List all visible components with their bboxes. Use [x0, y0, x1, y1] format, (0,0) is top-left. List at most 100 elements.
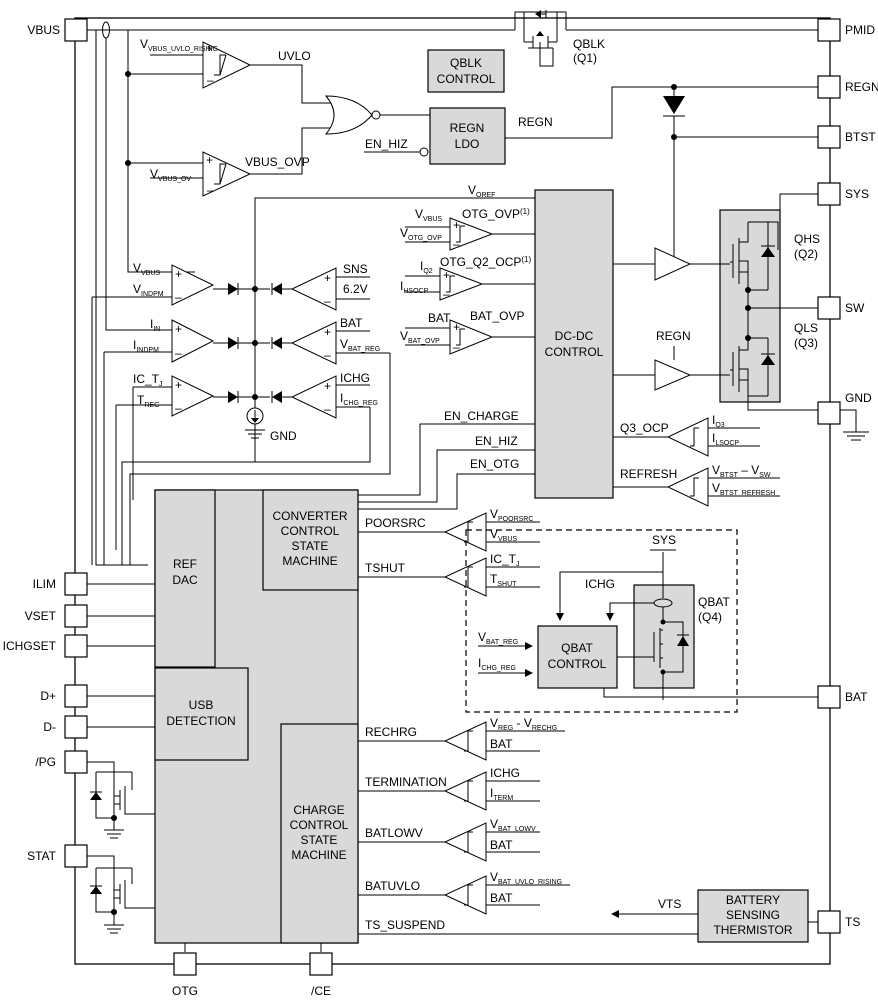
label-rechrg: RECHRG — [365, 725, 417, 739]
label-v62: 6.2V — [343, 282, 368, 296]
qblk-control-line1: QBLK — [450, 56, 482, 70]
converter-line1: CONVERTER — [272, 509, 347, 523]
dcdc-comparators: VOREF +– VVBUS VOTG_OVP OTG_OVP(1) +– IQ… — [254, 183, 535, 462]
pad-btst[interactable] — [817, 125, 841, 149]
svg-text:+: + — [175, 322, 182, 336]
label-iindpm: IINDPM — [133, 338, 159, 354]
svg-text:+: + — [324, 379, 331, 393]
charge-line3: STATE — [301, 833, 338, 847]
svg-text:–: – — [175, 290, 182, 304]
pad-vset[interactable] — [64, 604, 88, 628]
pad-bat[interactable] — [817, 685, 841, 709]
pin-vset-label: VSET — [25, 609, 57, 623]
label-bat-d: BAT — [490, 838, 513, 852]
pad-otg[interactable] — [173, 952, 197, 976]
label-vbat-uvlo-rising: VBAT_UVLO_RISING — [490, 870, 562, 886]
pin-gnd-label: GND — [845, 391, 872, 405]
dcdc-line2: CONTROL — [545, 345, 604, 359]
pad-ce[interactable] — [309, 952, 333, 976]
label-ihsocp: IHSOCP — [400, 279, 429, 295]
pin-stat-label: STAT — [27, 849, 57, 863]
qblk-fet-sub: (Q1) — [573, 51, 597, 65]
thermistor-line2: SENSING — [726, 908, 780, 922]
label-ts-suspend: TS_SUSPEND — [365, 918, 445, 932]
pad-ichgset[interactable] — [64, 634, 88, 658]
usb-line1: USB — [189, 698, 214, 712]
svg-text:+: + — [453, 320, 460, 334]
label-iterm: ITERM — [490, 786, 513, 802]
ref-dac-line2: DAC — [172, 573, 198, 587]
label-iin: IIN — [150, 317, 160, 333]
label-vts: VTS — [658, 897, 681, 911]
label-en-hiz-top: EN_HIZ — [365, 137, 408, 151]
pin-otg-label: OTG — [172, 984, 198, 998]
qbat-fet-sub: (Q4) — [698, 610, 722, 624]
label-vbus-uvlo-rising: VVBUS_UVLO_RISING — [140, 37, 218, 53]
pin-regn-label: REGN — [845, 80, 878, 94]
pad-sw[interactable] — [817, 296, 841, 320]
label-ilsocp: ILSOCP — [712, 431, 739, 447]
label-en-otg: EN_OTG — [470, 457, 519, 471]
pad-vbus[interactable] — [64, 18, 88, 42]
label-regn-out: REGN — [518, 115, 553, 129]
label-vpoorsrc: VPOORSRC — [490, 507, 533, 523]
qls-sub: (Q3) — [794, 336, 818, 350]
pad-sys[interactable] — [817, 182, 841, 206]
pin-vbus-label: VBUS — [27, 23, 60, 37]
pad-stat[interactable] — [64, 844, 88, 868]
label-vbtst-refresh: VBTST_REFRESH — [712, 481, 775, 497]
svg-text:+: + — [324, 325, 331, 339]
label-refresh: REFRESH — [620, 467, 677, 481]
pin-bat-label: BAT — [845, 690, 868, 704]
pin-dp-label: D+ — [40, 689, 56, 703]
label-treg: TREG — [137, 393, 160, 409]
label-vreg-vrechg: VREG - VRECHG — [490, 716, 557, 732]
label-en-charge: EN_CHARGE — [444, 409, 519, 423]
label-batuvlo: BATUVLO — [365, 879, 420, 893]
label-vbat-reg: VBAT_REG — [340, 337, 380, 353]
thermistor-line1: BATTERY — [726, 893, 780, 907]
pin-sw-label: SW — [845, 301, 865, 315]
label-batlowv: BATLOWV — [365, 826, 423, 840]
label-vbtst-vsw: VBTST – VSW — [712, 463, 771, 479]
pin-pmid-label: PMID — [845, 23, 875, 37]
label-iq2: IQ2 — [420, 259, 433, 275]
svg-text:+: + — [443, 268, 450, 282]
pad-ilim[interactable] — [64, 572, 88, 596]
qbat-control-line2: CONTROL — [548, 657, 607, 671]
pad-pg[interactable] — [64, 750, 88, 774]
status-comparators: POORSRC VPOORSRC VVBUS TSHUT IC_TJ TSHUT… — [358, 507, 698, 935]
svg-text:–: – — [324, 294, 331, 308]
label-sns: SNS — [343, 262, 368, 276]
pin-ilim-label: ILIM — [33, 577, 56, 591]
label-bat-b: BAT — [340, 316, 363, 330]
pad-pmid[interactable] — [817, 18, 841, 42]
pg-open-drain — [90, 771, 155, 839]
label-ichg-reg: ICHG_REG — [340, 391, 378, 407]
label-tshut: TSHUT — [365, 561, 406, 575]
label-en-hiz: EN_HIZ — [475, 434, 518, 448]
pad-regn[interactable] — [817, 75, 841, 99]
vbus-section: + – + – — [87, 10, 818, 566]
qhs-sub: (Q2) — [794, 247, 818, 261]
pad-dm[interactable] — [64, 715, 88, 739]
label-uvlo: UVLO — [278, 49, 311, 63]
qbat-region: QBAT CONTROL SYS ICHG VBAT_REG ICHG_REG … — [465, 529, 818, 713]
dcdc-right-comparators: Q3_OCP IQ3 ILSOCP REFRESH VBTST – VSW VB… — [613, 413, 780, 507]
thermistor-line3: THERMISTOR — [713, 923, 792, 937]
pad-gnd[interactable] — [817, 401, 841, 425]
svg-text:+: + — [175, 267, 182, 281]
converter-line2: CONTROL — [281, 524, 340, 538]
dcdc-line1: DC-DC — [555, 329, 594, 343]
label-bat-ovp: BAT_OVP — [470, 309, 524, 323]
pad-dp[interactable] — [64, 684, 88, 708]
svg-text:+: + — [175, 378, 182, 392]
svg-text:–: – — [453, 340, 460, 354]
pad-ts[interactable] — [817, 910, 841, 934]
qhs-label: QHS — [794, 232, 820, 246]
pin-ichgset-label: ICHGSET — [3, 639, 57, 653]
label-vbat-lowv: VBAT_LOWV — [490, 817, 536, 833]
label-vbus-ov: VVBUS_OV — [150, 167, 191, 183]
svg-text:–: – — [443, 287, 450, 301]
label-vindpm: VINDPM — [133, 282, 164, 298]
